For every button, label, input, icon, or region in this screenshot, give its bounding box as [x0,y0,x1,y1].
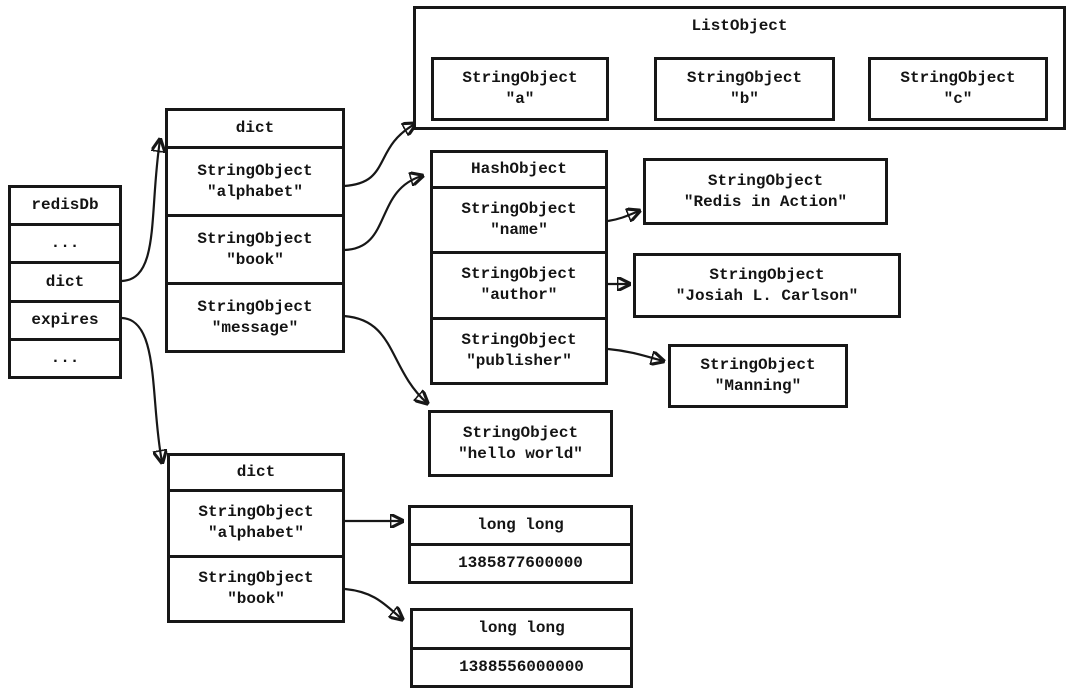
arrow-book-to-long2 [344,587,402,619]
object-value: "publisher" [466,351,572,370]
object-value: "Manning" [714,377,802,395]
object-value: "book" [227,589,285,608]
object-type: StringObject [707,171,824,190]
list-object-container: ListObject StringObject "a" StringObject… [413,6,1066,130]
main-dict-entry-message: StringObject "message" [168,285,342,350]
object-value: "c" [943,90,973,108]
long-long-type: long long [411,508,630,546]
object-type: StringObject [197,297,313,316]
long-long-type: long long [413,611,630,650]
object-type: StringObject [461,265,577,284]
object-type: StringObject [461,330,577,349]
object-value: "message" [211,318,299,337]
value-cell: StringObject "Redis in Action" [646,161,885,222]
value-cell: StringObject "hello world" [431,413,610,474]
object-value: "b" [730,90,759,108]
redisdb-struct-box: redisDb ... dict expires ... [8,185,122,379]
long-long-box-book: long long 1388556000000 [410,608,633,688]
main-dict-entry-alphabet: StringObject "alphabet" [168,149,342,217]
arrow-publisher-to-value [607,347,663,361]
hash-field-name: StringObject "name" [433,189,605,255]
hash-field-publisher: StringObject "publisher" [433,320,605,382]
arrow-message-to-hello-world [343,314,427,403]
list-item-c: StringObject "c" [868,57,1048,121]
expires-entry-alphabet: StringObject "alphabet" [170,492,342,558]
arrow-book-to-hashobject [343,176,422,252]
redisdb-field-expires: expires [11,303,119,341]
main-dict-box: dict StringObject "alphabet" StringObjec… [165,108,345,353]
object-type: StringObject [198,568,314,587]
object-value: "Josiah L. Carlson" [675,286,859,305]
redisdb-field-title: redisDb [11,188,119,227]
expires-dict-header: dict [170,456,342,492]
hash-field-author: StringObject "author" [433,254,605,320]
hash-object-box: HashObject StringObject "name" StringObj… [430,150,608,385]
expires-entry-book: StringObject "book" [170,558,342,621]
object-value: "author" [480,286,558,305]
long-long-box-alphabet: long long 1385877600000 [408,505,633,584]
hash-object-header: HashObject [433,153,605,189]
main-dict-header: dict [168,111,342,149]
object-value: "alphabet" [206,182,303,201]
object-type: StringObject [700,356,816,374]
long-long-value: 1385877600000 [458,554,583,572]
object-type: StringObject [197,161,313,180]
object-type: StringObject [462,423,579,442]
object-value: "hello world" [458,444,583,463]
value-box-publisher: StringObject "Manning" [668,344,848,408]
redisdb-field-dict: dict [11,264,119,303]
object-value: "book" [226,250,284,269]
arrow-alphabet-to-listobject [343,124,415,188]
object-value: "alphabet" [207,524,304,543]
object-type: StringObject [900,69,1016,87]
object-value: "name" [490,221,548,240]
object-type: StringObject [461,200,577,219]
redisdb-field-ellipsis-bottom: ... [50,348,80,367]
arrow-expires-to-expires-dict [121,316,162,462]
object-type: StringObject [198,503,314,522]
arrow-dict-to-main-dict [121,140,160,283]
redisdb-field-ellipsis-top: ... [11,226,119,265]
object-type: StringObject [709,265,825,284]
object-type: StringObject [197,229,313,248]
expires-dict-box: dict StringObject "alphabet" StringObjec… [167,453,345,623]
value-box-author: StringObject "Josiah L. Carlson" [633,253,901,318]
object-value: "Redis in Action" [683,192,848,211]
value-cell: StringObject "Manning" [671,347,845,405]
main-dict-entry-book: StringObject "book" [168,217,342,285]
object-value: "a" [505,90,535,108]
list-item-a: StringObject "a" [431,57,609,121]
long-long-value: 1388556000000 [459,657,584,676]
list-object-label: ListObject [691,17,788,35]
value-cell: StringObject "Josiah L. Carlson" [636,256,898,315]
value-box-name: StringObject "Redis in Action" [643,158,888,225]
object-type: StringObject [686,69,803,87]
value-box-message: StringObject "hello world" [428,410,613,477]
object-type: StringObject [462,69,578,87]
list-item-b: StringObject "b" [654,57,835,121]
arrow-name-to-value [607,211,639,221]
